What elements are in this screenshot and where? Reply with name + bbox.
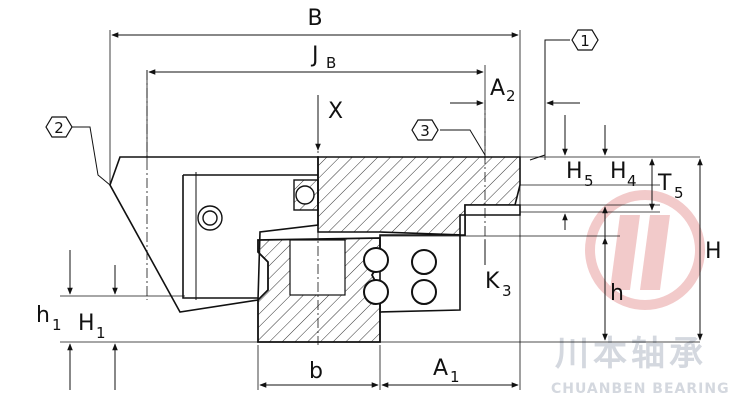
label-b: b — [309, 359, 323, 384]
svg-text:1: 1 — [96, 324, 106, 342]
label-A2: A 2 — [490, 76, 516, 105]
watermark-logo — [585, 190, 705, 310]
label-H4: H 4 — [610, 159, 637, 190]
svg-text:T: T — [657, 171, 672, 196]
label-K3: K 3 — [485, 269, 512, 300]
svg-text:A: A — [433, 356, 448, 381]
carriage-outline — [109, 156, 319, 313]
svg-text:H: H — [566, 159, 583, 184]
callout-leaders — [72, 39, 570, 186]
svg-text:1: 1 — [450, 368, 460, 386]
watermark-english: CHUANBEN BEARING — [551, 381, 730, 397]
side-screw — [197, 179, 319, 231]
svg-text:H: H — [610, 159, 627, 184]
watermark-chinese: 川本轴承 — [555, 334, 707, 374]
svg-text:K: K — [485, 269, 500, 294]
svg-text:5: 5 — [584, 172, 594, 190]
extension-lines — [60, 30, 700, 390]
svg-text:3: 3 — [502, 282, 512, 300]
svg-text:4: 4 — [627, 172, 637, 190]
label-h1: h 1 — [36, 303, 62, 334]
callout-1: 1 — [571, 29, 599, 51]
svg-text:h: h — [36, 303, 50, 328]
svg-text:B: B — [326, 54, 336, 72]
label-B: B — [307, 6, 322, 31]
svg-text:H: H — [78, 311, 95, 336]
callout-3: 3 — [411, 119, 439, 141]
svg-text:1: 1 — [52, 316, 62, 334]
rolling-balls — [363, 247, 437, 305]
label-A1: A 1 — [433, 356, 460, 386]
svg-text:A: A — [490, 76, 505, 101]
svg-text:2: 2 — [506, 87, 516, 105]
label-X: X — [328, 99, 343, 124]
carriage-hatched-section — [317, 156, 521, 236]
label-H5: H 5 — [566, 159, 594, 190]
label-H1: H 1 — [78, 311, 106, 342]
callout-2: 2 — [45, 116, 73, 138]
svg-text:J: J — [310, 43, 319, 68]
label-H: H — [705, 239, 722, 264]
label-h: h — [610, 281, 624, 306]
label-JB: J B — [310, 43, 336, 72]
rail-bolt-hole — [289, 239, 346, 296]
svg-text:2: 2 — [54, 119, 64, 137]
svg-text:3: 3 — [420, 122, 430, 140]
svg-text:1: 1 — [580, 32, 590, 50]
label-T5: T 5 — [657, 171, 684, 202]
dimension-lines — [67, 32, 703, 390]
svg-text:5: 5 — [674, 184, 684, 202]
